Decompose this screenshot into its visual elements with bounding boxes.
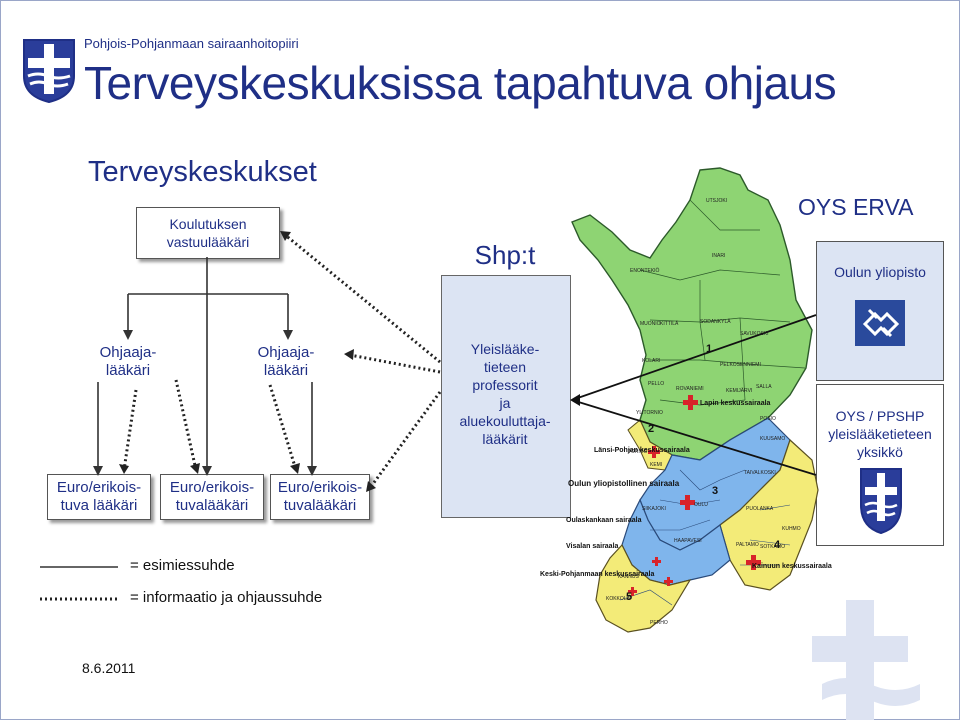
municipality-label: INARI [712, 253, 725, 259]
university-label: Oulun yliopisto [834, 264, 926, 280]
municipality-label: TORNIO [628, 449, 647, 455]
shp-text: Yleislääke- tieteen professorit ja aluek… [459, 341, 551, 447]
section-title: Terveyskeskukset [88, 156, 317, 188]
erva-label: OYS ERVA [798, 194, 914, 220]
municipality-label: KOKKOLA [606, 596, 631, 602]
map-hospital-label: Länsi-Pohjan keskussairaala [594, 447, 690, 454]
shp-box [441, 275, 571, 518]
municipality-label: PELLO [648, 381, 664, 387]
map-hospital-label: Oulun yliopistollinen sairaala [568, 479, 680, 488]
municipality-label: KOLARI [642, 358, 660, 364]
municipality-label: SALLA [756, 384, 772, 390]
trainee-mid-label: Euro/erikois- tuvalääkäri [169, 479, 255, 514]
municipality-label: ROVANIEMI [676, 386, 704, 392]
trainee-left-box: Euro/erikois- tuva lääkäri [47, 474, 151, 520]
municipality-label: KUHMO [782, 526, 801, 532]
hospital-markers [628, 395, 761, 596]
region-number: 3 [712, 485, 718, 497]
university-logo [855, 300, 905, 351]
legend-dotted-text: = informaatio ja ohjaussuhde [130, 589, 323, 606]
municipality-label: PALTAMO [736, 542, 759, 548]
trainee-right-label: Euro/erikois- tuvalääkäri [277, 479, 363, 514]
municipality-label: PELKOSENNIEMI [720, 362, 761, 368]
lapland-borders [639, 199, 806, 406]
trainee-mid-box: Euro/erikois- tuvalääkäri [160, 474, 264, 520]
municipality-label: KUUSAMO [760, 436, 785, 442]
region-number: 1 [706, 343, 712, 355]
municipality-label: KEMIJÄRVI [726, 387, 752, 394]
region-map [570, 167, 819, 633]
municipality-label: KANNUS [618, 574, 640, 580]
municipality-label: MUONIO [640, 321, 661, 327]
ppshp-logo [20, 36, 78, 104]
municipality-labels: UTSJOKI INARI ENONTEKIÖ KITTILÄ SODANKYLÄ MUO… [606, 198, 801, 626]
hierarchy-arrowheads [93, 330, 317, 476]
map-labels: Lapin keskussairaala Länsi-Pohjan keskus… [540, 343, 832, 603]
hierarchy-lines [97, 257, 313, 474]
unit-label: OYS / PPSHP yleislääketieteen yksikkö [828, 408, 932, 460]
region-2 [627, 419, 673, 471]
region-number: 4 [774, 539, 781, 551]
municipality-label: PUOLANKA [746, 506, 774, 512]
page-title: Terveyskeskuksissa tapahtuva ohjaus [84, 57, 837, 109]
map-hospital-label: Keski-Pohjanmaan keskussairaala [540, 571, 655, 578]
university-panel: Oulun yliopisto [816, 241, 944, 381]
region-number: 2 [648, 423, 654, 435]
municipality-label: PERHO [650, 620, 668, 626]
organization-name: Pohjois-Pohjanmaan sairaanhoitopiiri [84, 36, 299, 51]
information-lines [122, 232, 442, 489]
municipality-label: SOTKAMO [760, 544, 785, 550]
map-hospital-label: Lapin keskussairaala [700, 400, 771, 407]
municipality-label: UTSJOKI [706, 198, 727, 204]
map-hospital-label: Visalan sairaala [566, 543, 619, 550]
footer-date: 8.6.2011 [82, 660, 136, 676]
municipality-label: TAIVALKOSKI [744, 470, 776, 476]
municipality-label: KITTILÄ [660, 320, 679, 327]
shp-label: Shp:t [474, 240, 536, 270]
unit-logo [859, 467, 903, 540]
coordinator-box: Koulutuksen vastuulääkäri [136, 207, 280, 259]
map-hospital-label: Kainuun keskussairaala [752, 563, 832, 570]
municipality-label: YLITORNIO [636, 410, 663, 416]
trainee-left-label: Euro/erikois- tuva lääkäri [56, 479, 142, 514]
region-5 [595, 543, 692, 633]
municipality-label: SAVUKOSKI [740, 331, 769, 337]
municipality-label: SODANKYLÄ [700, 318, 731, 325]
municipality-label: SIIKAJOKI [642, 506, 666, 512]
map-hospital-label: Oulaskankaan sairaala [566, 517, 642, 524]
municipality-label: ENONTEKIÖ [630, 267, 660, 274]
unit-panel: OYS / PPSHP yleislääketieteen yksikkö [816, 384, 944, 546]
municipality-label: HAAPAVESI [674, 538, 702, 544]
trainee-right-box: Euro/erikois- tuvalääkäri [270, 474, 370, 520]
region-number: 5 [626, 591, 632, 603]
mentor-right-label: Ohjaaja- lääkäri [257, 344, 315, 379]
lapland-region [571, 167, 813, 461]
watermark-logo [812, 600, 920, 720]
legend-solid-text: = esimiessuhde [130, 557, 235, 574]
municipality-label: OULU [694, 502, 708, 508]
municipality-label: KEMI [650, 462, 662, 468]
municipality-label: POSIO [760, 416, 776, 422]
mentor-left-label: Ohjaaja- lääkäri [99, 344, 157, 379]
information-arrowheads [119, 231, 376, 492]
coordinator-label: Koulutuksen vastuulääkäri [166, 216, 250, 250]
